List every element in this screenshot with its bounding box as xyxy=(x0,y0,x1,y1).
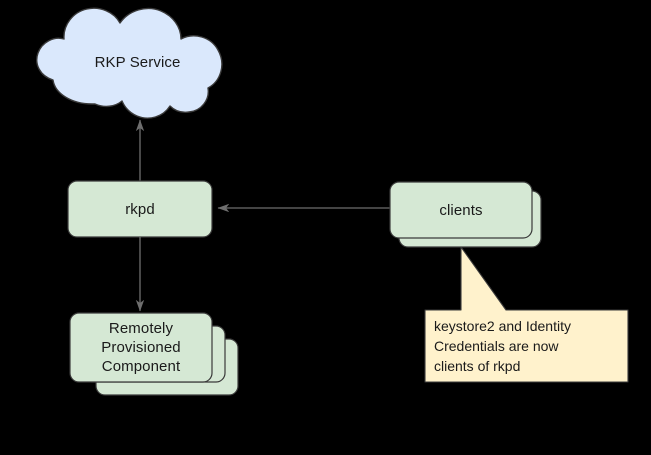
node-remotely-provisioned-component-stack[interactable] xyxy=(69,312,239,396)
clients-stack-front xyxy=(389,181,533,239)
cloud-shape-rkp-service[interactable] xyxy=(36,7,223,119)
callout-note-shape[interactable] xyxy=(424,246,629,383)
rpc-stack-front xyxy=(69,312,213,383)
node-clients-stack[interactable] xyxy=(389,181,542,248)
node-rkpd[interactable] xyxy=(67,180,213,238)
